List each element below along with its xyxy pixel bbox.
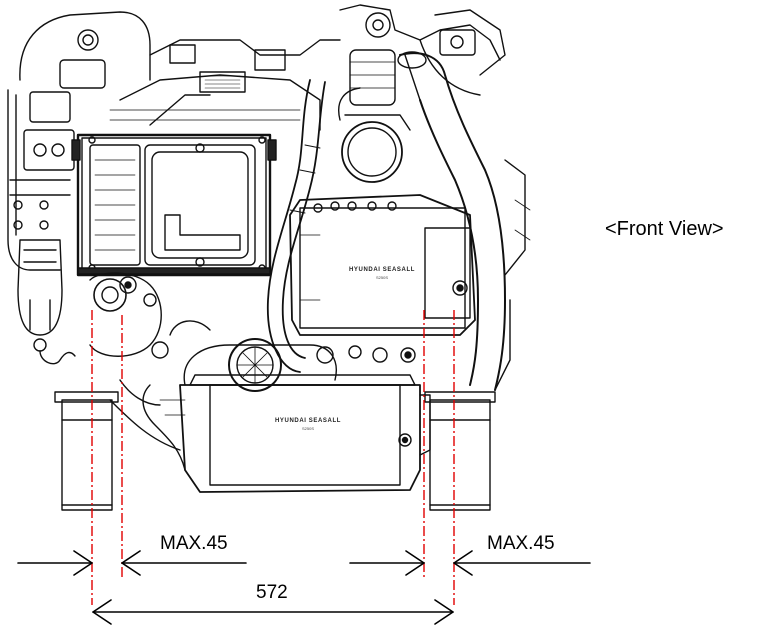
lower-nameplate-housing	[109, 344, 431, 493]
upper-nameplate-text: HYUNDAI SEASALL	[349, 267, 415, 273]
control-box	[71, 133, 277, 277]
overall-dimension-arrow	[92, 599, 454, 625]
left-tolerance-label: MAX.45	[160, 533, 228, 554]
right-tolerance-arrows	[349, 550, 591, 576]
round-component	[338, 49, 411, 183]
right-mount	[424, 299, 511, 511]
upper-nameplate-housing	[289, 194, 476, 336]
lower-nameplate-text: HYUNDAI SEASALL	[275, 418, 341, 424]
view-label: <Front View>	[605, 218, 724, 240]
top-center-components	[109, 4, 506, 131]
exhaust-pipe	[397, 51, 531, 391]
left-side-components	[7, 11, 151, 511]
overall-width-label: 572	[256, 582, 288, 603]
left-tolerance-arrows	[17, 550, 247, 576]
lower-nameplate-subtext: S250S	[302, 426, 314, 431]
upper-nameplate-subtext: S250S	[376, 275, 388, 280]
right-tolerance-label: MAX.45	[487, 533, 555, 554]
pulleys	[89, 272, 416, 392]
